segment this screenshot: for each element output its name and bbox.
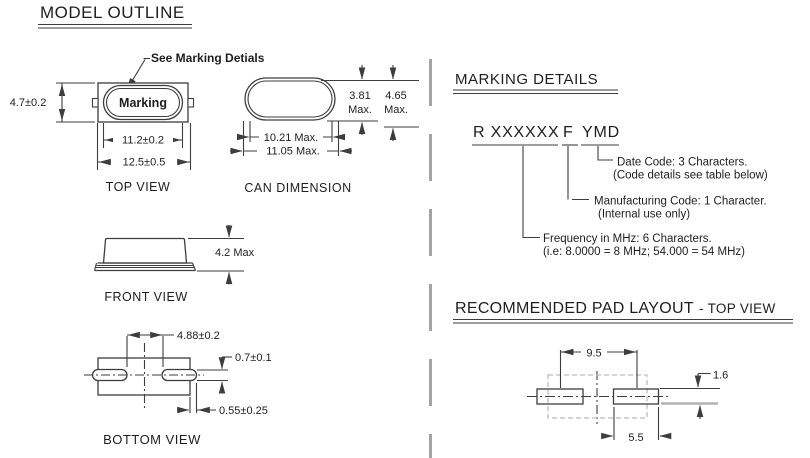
- frequency-note-line1: Frequency in MHz: 6 Characters.: [543, 233, 712, 245]
- section-model-outline: MODEL OUTLINE See Marking Detials Markin…: [10, 3, 419, 447]
- manufacturing-code-note: Manufacturing Code: 1 Character. (Intern…: [567, 146, 767, 221]
- section-marking-details: MARKING DETAILS R XXXXXX F YMD Date Code…: [453, 71, 768, 258]
- top-view-label: TOP VIEW: [106, 180, 171, 194]
- dim-pad-width-text: 5.5: [628, 432, 643, 444]
- front-view-flange-edge-left: [93, 262, 98, 271]
- dim-bottom-lead-thickness-text: 0.7±0.1: [235, 352, 272, 364]
- date-code-note-line1: Date Code: 3 Characters.: [617, 157, 747, 169]
- marking-code-manufacturing: F: [563, 124, 574, 141]
- see-marking-callout: See Marking Detials: [151, 51, 265, 65]
- dim-top-view-width-outer-text: 12.5±0.5: [123, 157, 166, 169]
- dim-top-view-width-outer: 12.5±0.5: [96, 123, 192, 170]
- frequency-note-line2: (i.e: 8.0000 = 8 MHz; 54.000 = 54 MHz): [543, 246, 745, 258]
- frequency-leader: [522, 146, 540, 239]
- bottom-view-drawing: 4.88±0.2 0.7±0.1 0.55±0.25 BOTTOM VI: [84, 330, 272, 447]
- front-view-label: FRONT VIEW: [104, 290, 187, 304]
- dim-top-view-width-inner: 11.2±0.2: [102, 123, 184, 148]
- dim-can-height-inner-max: Max.: [348, 104, 372, 116]
- dim-bottom-lead-inset: 0.55±0.25: [177, 383, 268, 417]
- dim-front-view-height: 4.2 Max: [188, 225, 255, 285]
- date-code-note-line2: (Code details see table below): [613, 170, 768, 182]
- pad-right: [612, 388, 660, 405]
- dim-pad-height-text: 1.6: [713, 370, 728, 382]
- dim-pad-pitch-text: 9.5: [586, 348, 601, 360]
- pad-layout-title-suffix: - TOP VIEW: [699, 301, 776, 316]
- date-code-leader: [597, 146, 613, 161]
- dim-front-view-height-text: 4.2 Max: [215, 247, 255, 259]
- dim-can-widths: 10.21 Max. 11.05 Max.: [230, 121, 352, 158]
- model-outline-title: MODEL OUTLINE: [40, 3, 185, 22]
- marking-details-heading: MARKING DETAILS: [453, 71, 618, 95]
- dim-top-view-width-inner-text: 11.2±0.2: [122, 135, 164, 147]
- top-view-drawing: See Marking Detials Marking 4.7±0.2: [10, 51, 265, 194]
- dim-pad-pitch: 9.5: [559, 345, 638, 388]
- dim-bottom-lead-thickness: 0.7±0.1: [197, 352, 272, 394]
- dim-bottom-lead-span: 4.88±0.2: [126, 330, 220, 367]
- dim-top-view-height-text: 4.7±0.2: [10, 97, 47, 109]
- manufacturing-note-line2: (Internal use only): [598, 209, 690, 221]
- pad-layout-title: RECOMMENDED PAD LAYOUT: [455, 300, 694, 317]
- pad-layout-heading: RECOMMENDED PAD LAYOUT - TOP VIEW: [453, 300, 793, 324]
- frequency-note: Frequency in MHz: 6 Characters. (i.e: 8.…: [522, 146, 745, 258]
- top-view-base-outline: [97, 82, 189, 123]
- marking-code-frequency: R XXXXXX: [473, 124, 559, 141]
- model-outline-heading: MODEL OUTLINE: [38, 3, 192, 29]
- package-ghost-outline: [547, 374, 648, 419]
- pad-left: [536, 388, 584, 405]
- top-view-can-inner: [105, 87, 181, 118]
- top-view-lead-left: [91, 97, 99, 108]
- front-view-flange-edge-right: [191, 262, 197, 271]
- marking-details-title: MARKING DETAILS: [455, 71, 598, 88]
- section-pad-layout: RECOMMENDED PAD LAYOUT - TOP VIEW 9.5: [453, 300, 793, 444]
- front-view-body: [102, 237, 188, 264]
- dim-can-height-outer-max: Max.: [384, 104, 408, 116]
- dim-can-height-outer-text: 4.65: [385, 90, 406, 102]
- dim-bottom-lead-span-text: 4.88±0.2: [177, 330, 220, 342]
- can-dimension-label: CAN DIMENSION: [244, 181, 351, 195]
- can-outline-outer: [244, 77, 336, 121]
- dim-pad-height: 1.6: [660, 370, 728, 419]
- pad-layout-drawing: 9.5 1.6 5.5: [527, 345, 728, 444]
- marking-code: R XXXXXX F YMD: [472, 124, 620, 146]
- dim-bottom-lead-inset-text: 0.55±0.25: [219, 405, 268, 417]
- can-dimension-drawing: 3.81 Max. 4.65 Max. 10.21 Max.: [230, 65, 419, 195]
- bottom-view-pad-right: [161, 368, 198, 382]
- bottom-view-label: BOTTOM VIEW: [103, 432, 201, 447]
- top-view-lead-right: [187, 97, 195, 108]
- can-outline-inner: [247, 80, 333, 118]
- dim-pad-width: 5.5: [601, 407, 672, 444]
- date-code-note: Date Code: 3 Characters. (Code details s…: [597, 146, 768, 182]
- marking-text: Marking: [119, 96, 167, 110]
- dim-can-width-outer-text: 11.05 Max.: [266, 146, 320, 158]
- dim-can-height-inner-text: 3.81: [349, 90, 370, 102]
- marking-code-date: YMD: [582, 124, 620, 141]
- manufacturing-note-line1: Manufacturing Code: 1 Character.: [594, 196, 767, 208]
- dim-top-view-height: 4.7±0.2: [10, 82, 95, 123]
- top-view-can-outer: [102, 84, 184, 121]
- dim-can-heights: 3.81 Max. 4.65 Max.: [321, 65, 419, 141]
- front-view-drawing: 4.2 Max FRONT VIEW: [93, 225, 255, 304]
- dim-can-width-inner-text: 10.21 Max.: [264, 132, 318, 144]
